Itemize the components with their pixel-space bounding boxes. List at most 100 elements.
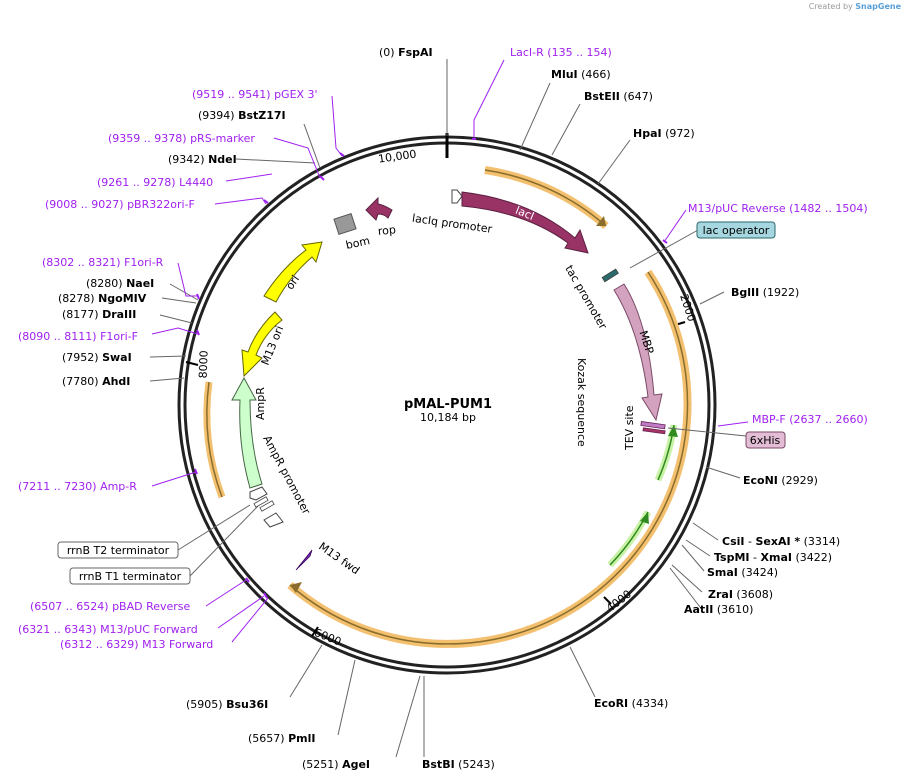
leader-csii <box>692 522 719 541</box>
plasmid-length: 10,184 bp <box>420 411 476 424</box>
6xhis-box[interactable] <box>745 431 786 449</box>
leader-zrai <box>671 564 703 593</box>
leader-f1ori-r <box>177 262 198 297</box>
leader-lac-operator <box>629 229 699 269</box>
leader-prs-marker <box>273 137 321 179</box>
laciq-promoter-arrow <box>451 189 463 204</box>
restriction-site-labels: (0) FspAI MluI (466) BstEII (647) HpaI (… <box>58 46 840 771</box>
ruler-tick-4000 <box>603 596 612 605</box>
ruler-tick-6000 <box>311 626 319 637</box>
site-ngomiv[interactable]: (8278) NgoMIV <box>58 292 147 305</box>
leader-m13-forward <box>231 597 269 643</box>
site-tspmi-xmai[interactable]: TspMI - XmaI (3422) <box>714 551 832 564</box>
primer-m13puc-reverse[interactable]: M13/pUC Reverse (1482 .. 1504) <box>688 202 868 215</box>
green-arc-1-head <box>668 425 678 437</box>
primer-f1ori-f[interactable]: (8090 .. 8111) F1ori-F <box>18 330 138 343</box>
primer-f1ori-r[interactable]: (8302 .. 8321) F1ori-R <box>42 256 164 269</box>
orange-arc-left <box>203 381 226 499</box>
orange-arc-main <box>287 269 692 648</box>
leader-hpai <box>597 139 631 185</box>
site-ahdi[interactable]: (7780) AhdI <box>62 375 130 388</box>
site-ndei[interactable]: (9342) NdeI <box>168 153 237 166</box>
lac-operator-label: lac operator <box>703 224 770 237</box>
primer-laci-r[interactable]: LacI-R (135 .. 154) <box>510 46 612 59</box>
tick-f1ori-f <box>196 329 200 336</box>
tev-site-marker <box>640 421 666 430</box>
rrnb-t2-box[interactable] <box>57 541 179 559</box>
rop-label: rop <box>377 223 396 238</box>
site-zrai[interactable]: ZraI (3608) <box>708 588 773 601</box>
site-mlui[interactable]: MluI (466) <box>551 68 611 81</box>
snapgene-logo: SnapGene <box>855 2 901 11</box>
primer-pgex3[interactable]: (9519 .. 9541) pGEX 3' <box>192 88 318 101</box>
tick-pbad-reverse <box>245 577 250 583</box>
ruler-label-10000: 10,000 <box>377 147 417 165</box>
site-csii-sexai[interactable]: CsiI - SexAI * (3314) <box>722 535 840 548</box>
laciq-promoter-label: lacIq promoter <box>411 212 493 236</box>
kozak-marker <box>642 427 666 435</box>
rrnb-t2-label: rrnB T2 terminator <box>67 544 170 557</box>
bom-label: bom <box>345 234 372 252</box>
m13-fwd-label: M13 fwd <box>316 540 362 577</box>
ampr-arrow <box>231 376 263 489</box>
m13-ori-arrow <box>241 311 283 378</box>
site-ecori[interactable]: EcoRI (4334) <box>594 697 668 710</box>
leader-pgex3 <box>331 95 343 157</box>
primer-mbp-f[interactable]: MBP-F (2637 .. 2660) <box>752 413 868 426</box>
primer-prs-marker[interactable]: (9359 .. 9378) pRS-marker <box>108 132 255 145</box>
site-draiii[interactable]: (8177) DraIII <box>62 308 136 321</box>
ampr-label: AmpR <box>254 387 267 420</box>
site-bstz17i[interactable]: (9394) BstZ17I <box>198 109 286 122</box>
ori-arrow <box>263 241 323 303</box>
site-agei[interactable]: (5251) AgeI <box>302 758 370 771</box>
leader-smai <box>681 544 705 572</box>
site-pmli[interactable]: (5657) PmlI <box>248 732 315 745</box>
site-bstbi[interactable]: BstBI (5243) <box>422 758 495 771</box>
ruler-label-2000: 2000 <box>677 293 698 324</box>
tev-site-label: TEV site <box>623 405 636 451</box>
rrnb-t2-marker <box>253 496 269 508</box>
leader-ngomiv <box>161 297 197 304</box>
site-aatii[interactable]: AatII (3610) <box>684 603 753 616</box>
site-naei[interactable]: (8280) NaeI <box>86 277 154 290</box>
laci-arrow <box>461 191 589 254</box>
rrnb-t1-marker <box>259 500 275 512</box>
primer-amp-r[interactable]: (7211 .. 7230) Amp-R <box>18 480 137 493</box>
leader-econi <box>705 466 741 479</box>
leader-naei <box>169 283 199 301</box>
tick-m13puc-reverse <box>662 239 668 244</box>
leader-tspmi <box>685 539 711 557</box>
ruler-label-8000: 8000 <box>197 350 211 378</box>
site-bglii[interactable]: BglII (1922) <box>731 286 799 299</box>
site-hpai[interactable]: HpaI (972) <box>633 127 695 140</box>
primer-m13puc-forward[interactable]: (6321 .. 6343) M13/pUC Forward <box>18 623 198 636</box>
site-smai[interactable]: SmaI (3424) <box>707 566 778 579</box>
tick-pbr322ori-f <box>263 199 269 204</box>
leader-pmli <box>337 659 356 736</box>
site-fspai[interactable]: (0) FspAI <box>379 46 433 59</box>
site-bsu36i[interactable]: (5905) Bsu36I <box>186 698 268 711</box>
rop-arrow <box>365 196 393 221</box>
6xhis-label: 6xHis <box>750 434 781 447</box>
site-swai[interactable]: (7952) SwaI <box>62 351 132 364</box>
primer-l4440[interactable]: (9261 .. 9278) L4440 <box>97 176 213 189</box>
site-econi[interactable]: EcoNI (2929) <box>743 474 818 487</box>
primer-pbad-reverse[interactable]: (6507 .. 6524) pBAD Reverse <box>30 600 191 613</box>
site-bsteii[interactable]: BstEII (647) <box>584 90 653 103</box>
leader-bsteii <box>551 103 581 156</box>
leader-bsu36i <box>289 644 323 698</box>
credit-prefix: Created by <box>808 2 853 11</box>
rrnb-t1-box[interactable] <box>69 567 191 585</box>
leader-ahdi <box>149 377 185 382</box>
rrnb-t1-label: rrnB T1 terminator <box>79 570 182 583</box>
primer-pbr322ori-f[interactable]: (9008 .. 9027) pBR322ori-F <box>45 198 195 211</box>
leader-m13puc-forward <box>217 595 265 629</box>
primer-m13-forward[interactable]: (6312 .. 6329) M13 Forward <box>60 638 213 651</box>
tac-promoter-label: tac promoter <box>562 263 609 332</box>
lac-operator-box[interactable] <box>696 221 776 239</box>
leader-m13puc-reverse <box>663 209 687 243</box>
leader-rrnb-t2 <box>177 504 251 551</box>
leader-f1ori-f <box>151 327 199 335</box>
green-arc-2-head <box>640 512 649 524</box>
